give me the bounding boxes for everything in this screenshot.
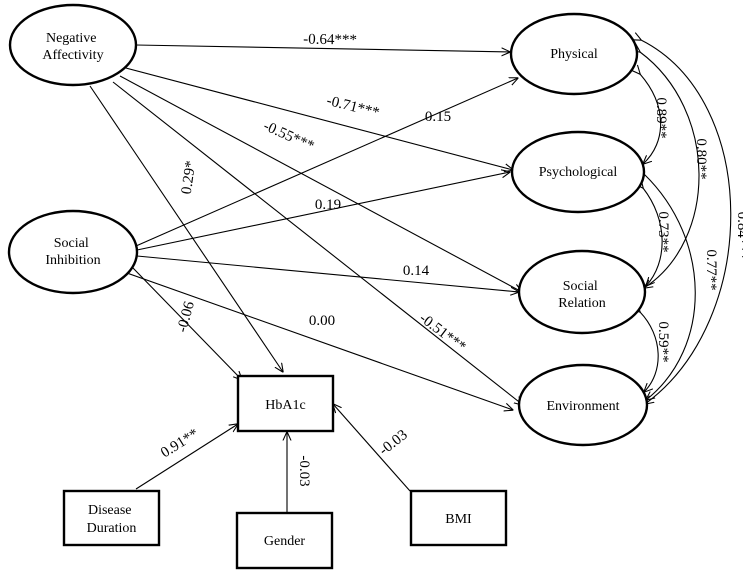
node-negative-affectivity-line-2: Affectivity [42, 48, 103, 63]
node-hba1c-label: HbA1c [265, 398, 305, 413]
path-na-social-relation [119, 75, 522, 292]
node-psychological-shape [510, 130, 646, 214]
node-disease-duration-line-1: Disease [88, 503, 132, 518]
node-physical-label: Physical [550, 47, 598, 62]
cov-physical-environment [641, 40, 732, 404]
path-na-hba1c [89, 85, 283, 372]
node-negative-affectivity-label: Negative Affectivity [42, 31, 103, 63]
path-na-psychological [125, 67, 513, 170]
node-social-inhibition: Social Inhibition [7, 209, 139, 295]
path-bmi-hba1c [333, 404, 411, 492]
coef-cov-social-relation-environment: 0.59** [655, 321, 671, 362]
node-disease-duration-label: Disease Duration [87, 503, 137, 536]
node-social-inhibition-line-2: Inhibition [45, 253, 100, 268]
node-social-relation-shape [517, 249, 647, 335]
coef-cov-physical-psychological: 0.89** [653, 97, 669, 138]
node-gender-shape [235, 511, 334, 570]
coef-si-hba1c: -0.06 [174, 299, 198, 334]
path-na-environment [112, 81, 523, 405]
node-psychological: Psychological [510, 130, 646, 214]
node-bmi-label: BMI [445, 512, 472, 527]
coef-si-environment: 0.00 [309, 313, 335, 329]
path-si-physical [135, 78, 518, 247]
path-na-physical [135, 44, 510, 52]
path-si-hba1c [132, 267, 242, 380]
node-psychological-label: Psychological [539, 165, 618, 180]
coef-bmi-hba1c: -0.03 [376, 427, 410, 459]
path-si-social-relation [136, 255, 519, 292]
node-disease-duration-shape [62, 489, 161, 547]
node-physical-shape [509, 12, 639, 96]
coef-cov-psychological-environment: 0.77** [703, 249, 719, 290]
coef-gender-hba1c: -0.03 [296, 455, 312, 486]
coef-na-psychological: -0.71*** [325, 93, 381, 122]
coef-cov-physical-environment: 0.84*** [734, 212, 743, 261]
node-social-inhibition-label: Social Inhibition [45, 236, 100, 268]
node-gender: Gender [235, 511, 334, 570]
node-disease-duration-line-2: Duration [87, 521, 137, 536]
node-bmi-shape [409, 489, 508, 547]
node-social-relation-line-2: Relation [558, 296, 605, 311]
node-bmi: BMI [409, 489, 508, 547]
node-negative-affectivity-line-1: Negative [46, 31, 97, 46]
node-social-inhibition-shape [7, 209, 139, 295]
cov-psychological-environment [644, 174, 696, 400]
coef-si-social-relation: 0.14 [403, 263, 430, 279]
coef-na-environment: -0.51*** [416, 310, 469, 355]
node-social-relation: Social Relation [517, 249, 647, 335]
path-si-psychological [136, 172, 510, 251]
edges [89, 40, 732, 512]
cov-physical-social-relation [640, 52, 700, 288]
node-social-relation-label: Social Relation [558, 279, 605, 311]
coef-na-physical: -0.64*** [303, 32, 357, 49]
node-environment-shape [517, 363, 649, 447]
node-hba1c: HbA1c [236, 374, 335, 433]
node-disease-duration: Disease Duration [62, 489, 161, 547]
coef-na-hba1c: 0.29* [179, 160, 200, 196]
coef-si-physical: 0.15 [425, 109, 451, 125]
node-social-relation-line-1: Social [563, 279, 598, 294]
nodes: Negative Affectivity Social Inhibition P… [7, 3, 649, 570]
node-social-inhibition-line-1: Social [54, 236, 89, 251]
node-environment-label: Environment [546, 399, 619, 414]
node-physical: Physical [509, 12, 639, 96]
coef-dd-hba1c: 0.91** [158, 426, 201, 461]
coef-si-psychological: 0.19 [315, 197, 341, 213]
node-negative-affectivity-shape [8, 3, 138, 87]
cov-social-relation-environment [640, 312, 659, 392]
coef-cov-psychological-social-relation: 0.73** [655, 211, 671, 252]
coef-cov-physical-social-relation: 0.80** [693, 138, 709, 179]
node-gender-label: Gender [264, 534, 306, 549]
path-dd-hba1c [135, 424, 238, 490]
node-environment: Environment [517, 363, 649, 447]
path-si-environment [126, 272, 513, 410]
node-hba1c-shape [236, 374, 335, 433]
node-negative-affectivity: Negative Affectivity [8, 3, 138, 87]
coef-na-social-relation: -0.55*** [261, 118, 317, 154]
